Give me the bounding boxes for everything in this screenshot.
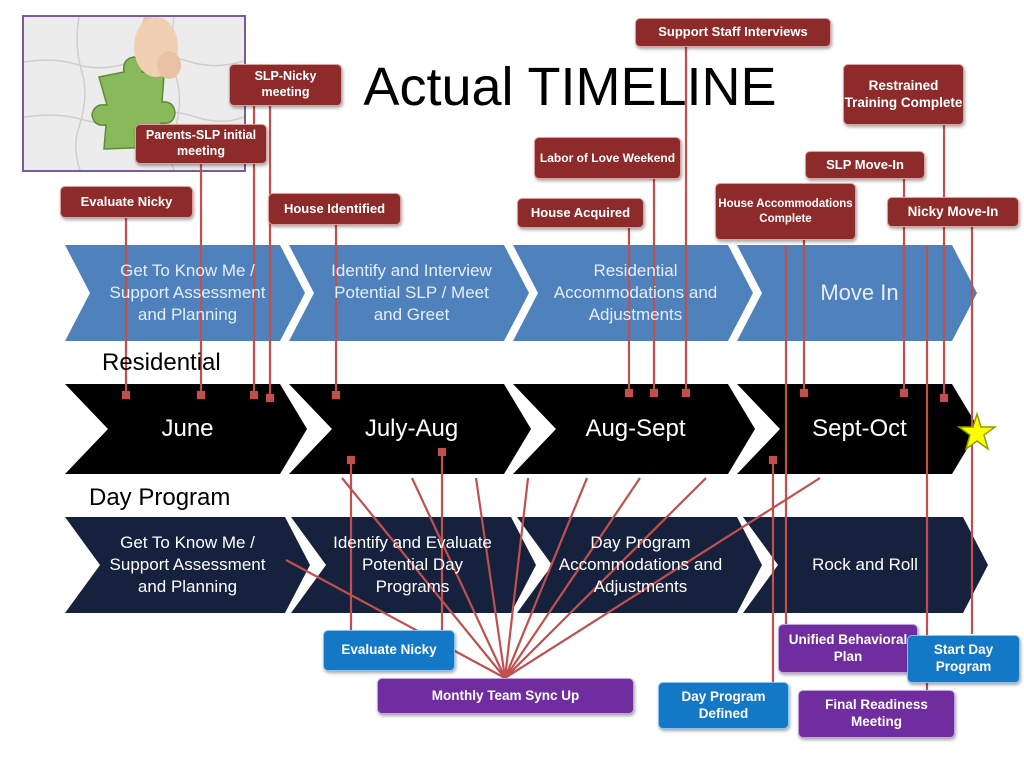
callout-slp-nicky-meeting: SLP-Nicky meeting: [229, 64, 342, 106]
callout-restrained-training: Restrained Training Complete: [843, 64, 964, 125]
month-july-aug: July-Aug: [364, 415, 459, 442]
callout-evaluate-nicky-day: Evaluate Nicky: [323, 630, 455, 671]
callout-unified-behavioral-plan: Unified Behavioral Plan: [778, 624, 918, 673]
callout-evaluate-nicky-residential: Evaluate Nicky: [60, 186, 193, 218]
day-chevron-3: [517, 517, 762, 613]
callout-start-day-program: Start Day Program: [907, 635, 1020, 683]
page-title: Actual TIMELINE: [363, 57, 777, 117]
residential-phase-3: Residential Accommodations and Adjustmen…: [553, 261, 718, 324]
day-program-label: Day Program: [89, 484, 231, 511]
residential-chevron-3: [513, 245, 753, 341]
callout-labor-of-love: Labor of Love Weekend: [534, 137, 681, 179]
callout-slp-move-in: SLP Move-In: [805, 151, 925, 179]
callout-final-readiness-meeting: Final Readiness Meeting: [798, 690, 955, 738]
month-chevron-3: [513, 384, 755, 474]
callout-house-acquired: House Acquired: [517, 198, 644, 228]
month-chevron-4: [737, 384, 979, 474]
month-chevron-2: [289, 384, 531, 474]
month-chevron-1: [65, 384, 307, 474]
day-phase-1: Get To Know Me / Support Assessment and …: [109, 533, 266, 596]
callout-support-staff-interviews: Support Staff Interviews: [635, 18, 831, 47]
residential-chevron-2: [289, 245, 529, 341]
day-phase-3: Day Program Accommodations and Adjustmen…: [558, 533, 723, 596]
callout-monthly-team-sync: Monthly Team Sync Up: [377, 678, 634, 714]
day-phase-4: Rock and Roll: [812, 555, 918, 574]
residential-phase-2: Identify and Interview Potential SLP / M…: [331, 261, 492, 324]
residential-chevron-4: [737, 245, 977, 341]
month-sept-oct: Sept-Oct: [812, 415, 907, 442]
day-connectors: [285, 226, 974, 690]
callout-house-accommodations: House Accommodations Complete: [715, 183, 856, 240]
callout-parents-slp-meeting: Parents-SLP initial meeting: [135, 124, 267, 164]
residential-phase-4: Move In: [820, 280, 899, 305]
day-phase-2: Identify and Evaluate Potential Day Prog…: [333, 533, 492, 596]
month-june: June: [161, 415, 214, 442]
callout-day-program-defined: Day Program Defined: [658, 682, 789, 729]
residential-phase-1: Get To Know Me / Support Assessment and …: [109, 261, 266, 324]
callout-house-identified: House Identified: [268, 193, 401, 225]
day-chevron-1: [65, 517, 310, 613]
month-aug-sept: Aug-Sept: [585, 415, 686, 442]
residential-label: Residential: [102, 349, 221, 376]
star-icon: [956, 411, 998, 451]
callout-nicky-move-in: Nicky Move-In: [887, 197, 1019, 227]
